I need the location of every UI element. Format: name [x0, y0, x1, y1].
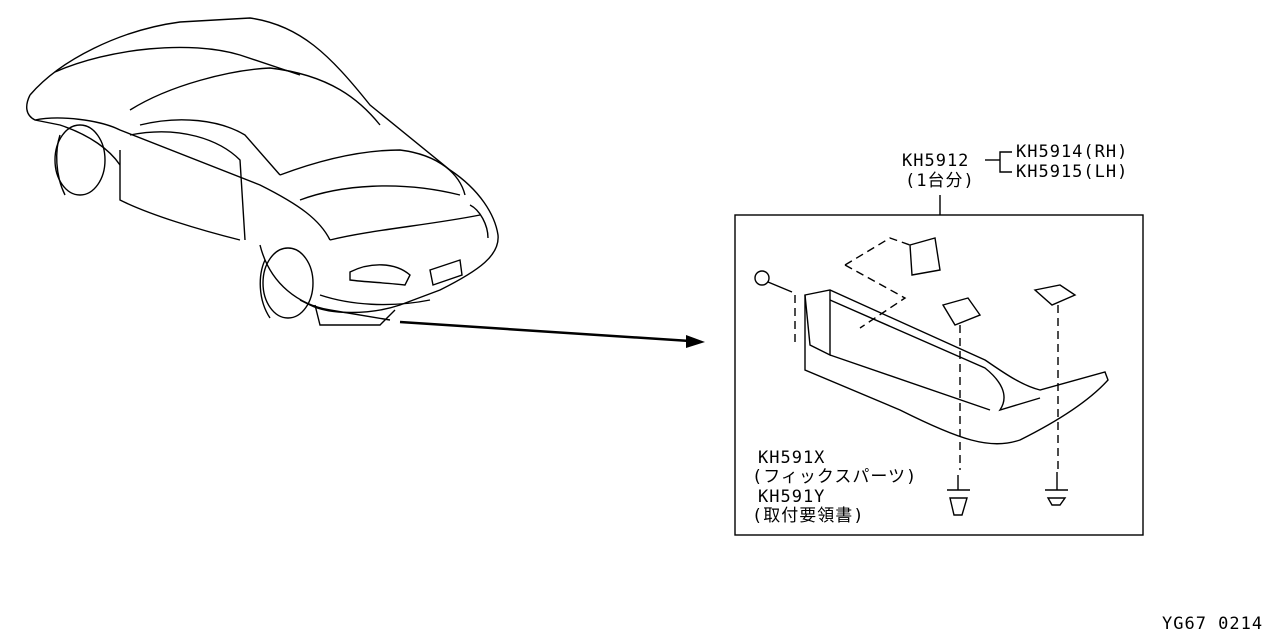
figure-code: YG67 0214: [1162, 614, 1264, 634]
leader-arrow: [399, 320, 705, 348]
rh-part-number: KH5914(RH): [1016, 142, 1129, 162]
detail-box: [734, 214, 1144, 536]
fix-part-description: (フィックスパーツ): [752, 467, 918, 487]
manual-part-number: KH591Y: [758, 487, 826, 507]
rear-spoiler-part: [804, 289, 1109, 445]
main-part-quantity: (1台分): [905, 171, 975, 191]
car-illustration: [26, 17, 499, 326]
dashed-guides: [794, 237, 1059, 470]
callout-bracket: [939, 151, 1012, 215]
fix-part-number: KH591X: [758, 448, 826, 468]
lh-part-number: KH5915(LH): [1016, 162, 1129, 182]
manual-part-description: (取付要領書): [752, 506, 865, 526]
main-part-number: KH5912: [902, 151, 970, 171]
fasteners: [754, 237, 1077, 516]
